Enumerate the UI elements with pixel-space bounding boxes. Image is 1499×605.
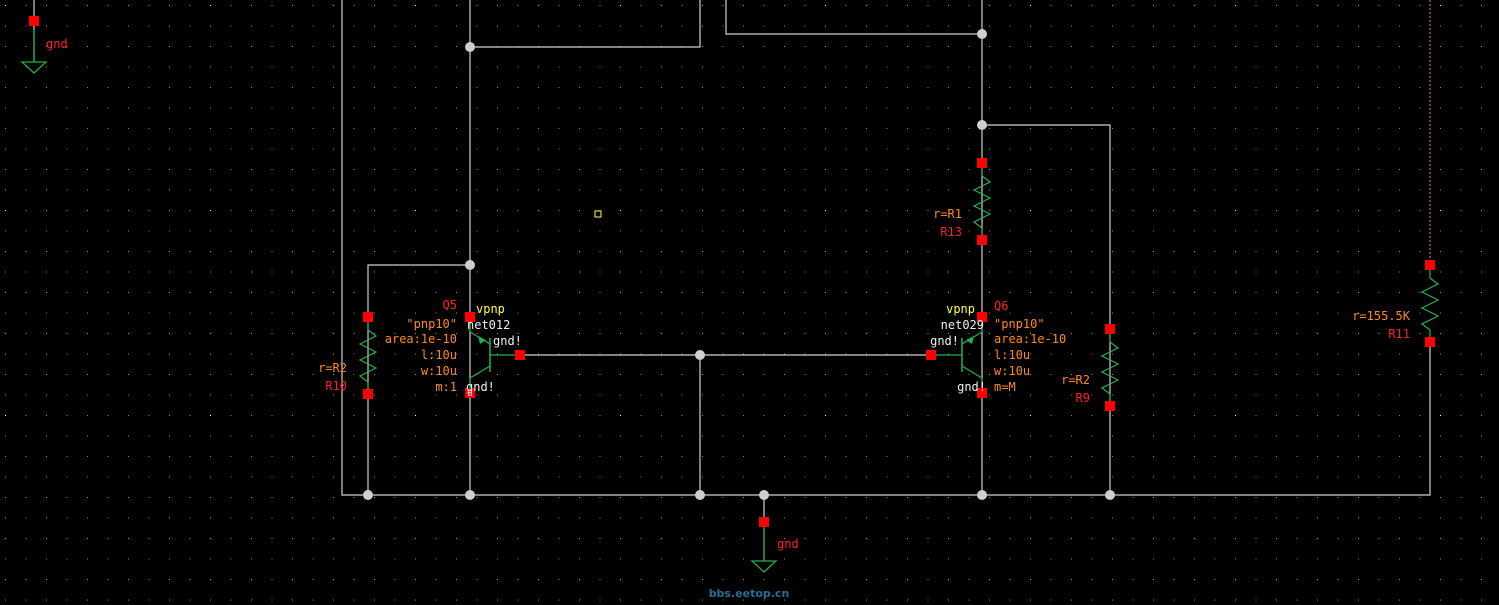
transistor-pin-base[interactable] xyxy=(515,350,525,360)
resistor-r10[interactable]: r=R2 R10 xyxy=(318,312,378,399)
resistor-value: r=R2 xyxy=(318,361,347,375)
resistor-pin-top[interactable] xyxy=(1105,324,1115,334)
transistor-sub-net-top: gnd! xyxy=(930,334,959,348)
resistor-value: r=R2 xyxy=(1061,373,1090,387)
ground-net-label: gnd xyxy=(46,37,68,51)
resistor-r11[interactable]: r=155.5K R11 xyxy=(1352,260,1440,347)
transistor-instance-name: Q6 xyxy=(994,299,1008,313)
transistor-pin-base[interactable] xyxy=(926,350,936,360)
resistor-pin-bottom[interactable] xyxy=(363,389,373,399)
resistor-pin-top[interactable] xyxy=(1425,260,1435,270)
resistor-instance-name: R10 xyxy=(325,379,347,393)
ground-net-label: gnd xyxy=(777,537,799,551)
transistor-sub-net-top: gnd! xyxy=(493,334,522,348)
ground-bottom[interactable]: gnd xyxy=(750,517,799,573)
transistor-pin-collector[interactable] xyxy=(977,388,987,398)
transistor-cell-name: vpnp xyxy=(476,302,505,316)
ground-pin[interactable] xyxy=(759,517,769,527)
wires[interactable] xyxy=(33,0,1431,560)
resistor-instance-name: R11 xyxy=(1388,327,1410,341)
resistor-r13[interactable]: r=R1 R13 xyxy=(933,158,992,245)
transistor-model: "pnp10" xyxy=(994,317,1045,331)
transistor-width: w:10u xyxy=(994,364,1030,378)
resistor-r9[interactable]: r=R2 R9 xyxy=(1061,324,1120,411)
transistor-multiplier: m:1 xyxy=(435,380,457,394)
pin-letter: B xyxy=(468,389,473,398)
ground-pin[interactable] xyxy=(29,16,39,26)
transistor-net-label: net029 xyxy=(941,318,984,332)
origin-marker xyxy=(594,210,602,218)
transistor-length: l:10u xyxy=(421,348,457,362)
transistor-model: "pnp10" xyxy=(406,317,457,331)
transistor-q5[interactable]: B Q5 vpnp net012 gnd! gnd! "pnp10" area:… xyxy=(385,298,525,398)
resistor-pin-bottom[interactable] xyxy=(977,235,987,245)
resistor-pin-top[interactable] xyxy=(977,158,987,168)
resistor-pin-bottom[interactable] xyxy=(1105,401,1115,411)
transistor-cell-name: vpnp xyxy=(946,302,975,316)
resistor-instance-name: R13 xyxy=(940,225,962,239)
transistor-q6[interactable]: Q6 vpnp net029 gnd! gnd! "pnp10" area:1e… xyxy=(926,299,1066,398)
transistor-pin-collector[interactable] xyxy=(465,388,475,398)
transistor-sub-net-bottom: gnd! xyxy=(466,380,495,394)
resistor-pin-top[interactable] xyxy=(363,312,373,322)
transistor-multiplier: m=M xyxy=(994,380,1016,394)
transistor-instance-name: Q5 xyxy=(443,298,457,312)
resistor-pin-bottom[interactable] xyxy=(1425,337,1435,347)
ground-top-left[interactable]: gnd xyxy=(20,16,68,74)
transistor-pin-emitter[interactable] xyxy=(465,312,475,322)
junction-dots xyxy=(363,29,1115,500)
transistor-width: w:10u xyxy=(421,364,457,378)
resistor-value: r=R1 xyxy=(933,207,962,221)
transistor-pin-emitter[interactable] xyxy=(977,312,987,322)
resistor-value: r=155.5K xyxy=(1352,309,1411,323)
transistor-area: area:1e-10 xyxy=(994,332,1066,346)
transistor-sub-net-bottom: gnd! xyxy=(957,380,986,394)
transistor-length: l:10u xyxy=(994,348,1030,362)
transistor-area: area:1e-10 xyxy=(385,332,457,346)
transistor-net-label: net012 xyxy=(467,318,510,332)
watermark: bbs.eetop.cn xyxy=(709,587,790,600)
resistor-instance-name: R9 xyxy=(1076,391,1090,405)
